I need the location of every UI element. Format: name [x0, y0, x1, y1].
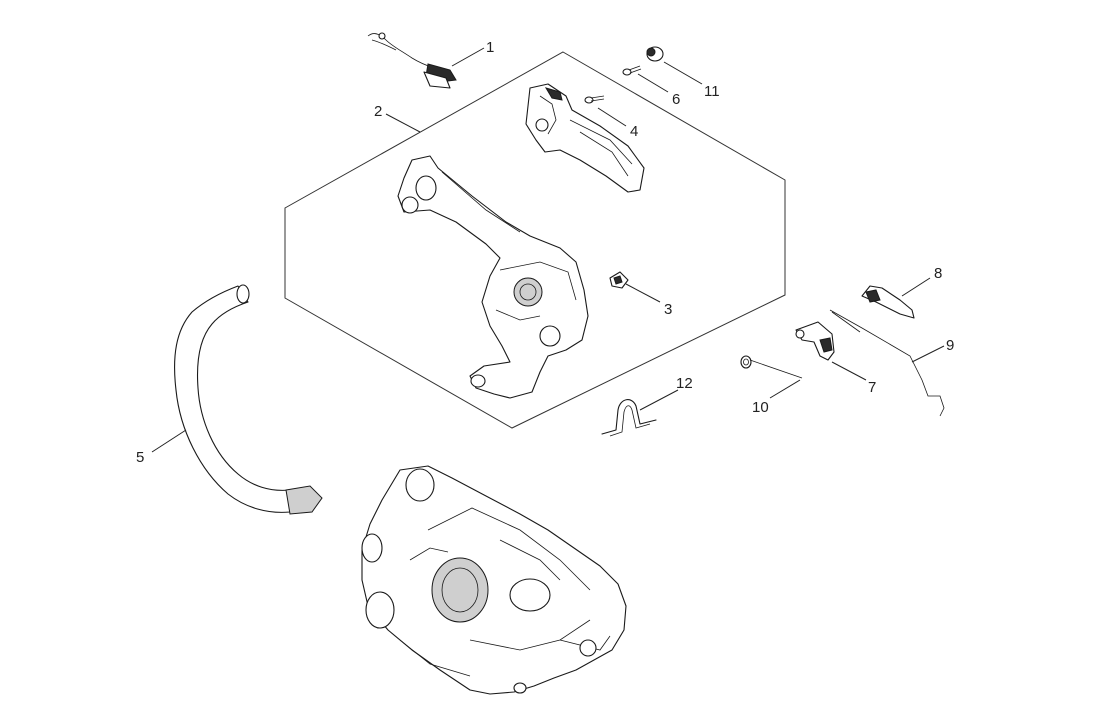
- crankcase-housing[interactable]: [361, 465, 627, 695]
- part-9-rod[interactable]: [829, 309, 945, 417]
- leader-11: [663, 61, 703, 85]
- leader-8: [901, 277, 931, 297]
- part-5-hose[interactable]: [174, 284, 323, 515]
- callout-labels: 1 2 3 4 5 6 7 8 9 10 11 12: [136, 39, 954, 466]
- part-1-wire-harness[interactable]: [367, 32, 457, 89]
- part-2-rear-handle-housing[interactable]: [397, 155, 589, 399]
- callout-8: 8: [934, 265, 942, 282]
- part-12-clamp[interactable]: [601, 399, 657, 437]
- leader-10: [769, 379, 801, 399]
- part-8-lockout[interactable]: [861, 285, 915, 319]
- leader-3: [625, 283, 661, 303]
- callout-10: 10: [752, 399, 769, 416]
- leader-5: [151, 429, 187, 453]
- leader-2: [385, 113, 421, 133]
- callout-1: 1: [486, 39, 494, 56]
- callout-5: 5: [136, 449, 144, 466]
- assembly-frame: [284, 51, 786, 429]
- part-3-clip[interactable]: [609, 271, 629, 289]
- part-2-upper-handle[interactable]: [525, 83, 645, 193]
- callout-9: 9: [946, 337, 954, 354]
- leader-4: [597, 107, 627, 127]
- callout-4: 4: [630, 123, 638, 140]
- part-7-trigger[interactable]: [795, 321, 835, 361]
- part-4-screw[interactable]: [584, 95, 605, 104]
- part-10-spring[interactable]: [740, 355, 803, 379]
- callout-12: 12: [676, 375, 693, 392]
- part-6-screw[interactable]: [622, 65, 642, 76]
- leader-7: [831, 361, 867, 381]
- callout-6: 6: [672, 91, 680, 108]
- callout-2: 2: [374, 103, 382, 120]
- leader-6: [637, 73, 669, 93]
- callout-3: 3: [664, 301, 672, 318]
- leader-9: [911, 345, 945, 363]
- callout-7: 7: [868, 379, 876, 396]
- leader-lines: [151, 47, 945, 453]
- callout-11: 11: [704, 83, 720, 100]
- leader-12: [639, 389, 679, 411]
- leader-1: [451, 47, 485, 67]
- part-11-grommet[interactable]: [646, 46, 664, 62]
